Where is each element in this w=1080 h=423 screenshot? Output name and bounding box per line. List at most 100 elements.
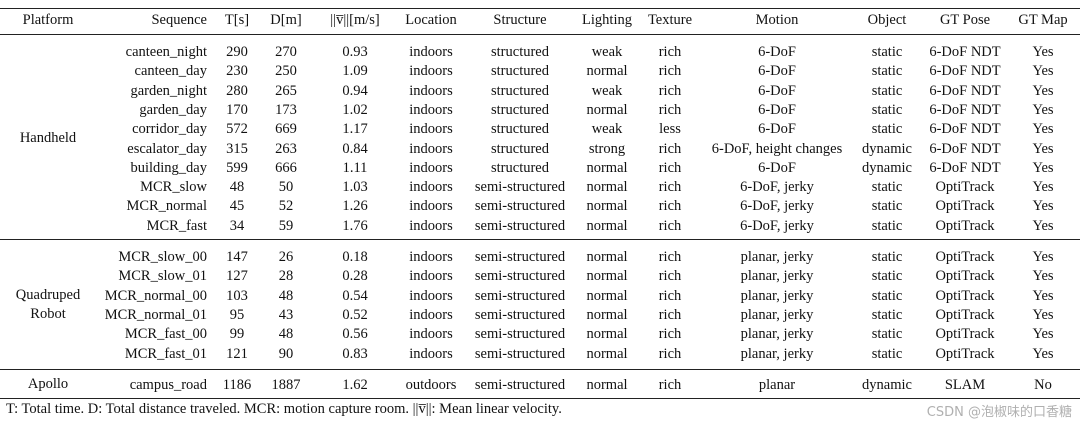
cell-location: outdoors: [405, 377, 457, 393]
cell-lighting: weak: [591, 121, 623, 138]
cell-texture: rich: [658, 101, 682, 118]
cell-v: 1.02: [342, 101, 368, 118]
header-texture: Texture: [647, 12, 693, 28]
cell-gt-pose: OptiTrack: [935, 198, 995, 215]
cell-v: 1.62: [342, 377, 368, 393]
cell-motion: planar, jerky: [740, 268, 814, 285]
cell-d: 250: [275, 63, 297, 80]
cell-gt-map: Yes: [1032, 249, 1054, 265]
cell-d: 26: [278, 249, 294, 265]
cell-motion: planar, jerky: [740, 287, 814, 304]
cell-t: 170: [226, 101, 248, 118]
cell-texture: rich: [658, 345, 682, 362]
header-gt-pose: GT Pose: [939, 12, 991, 28]
cell-location: indoors: [409, 287, 453, 304]
cell-gt-pose: OptiTrack: [935, 287, 995, 304]
cell-motion: 6-DoF, jerky: [740, 198, 814, 215]
header-t: T[s]: [224, 12, 250, 28]
cell-texture: less: [659, 121, 681, 138]
cell-lighting: strong: [588, 140, 626, 157]
cell-gt-map: Yes: [1032, 306, 1054, 323]
cell-texture: rich: [658, 217, 682, 234]
cell-location: indoors: [409, 268, 453, 285]
cell-t: 103: [226, 287, 248, 304]
cell-motion: 6-DoF, jerky: [740, 217, 814, 234]
cell-structure: semi-structured: [474, 249, 566, 265]
cell-gt-pose: OptiTrack: [935, 306, 995, 323]
cell-texture: rich: [658, 377, 682, 393]
cell-motion: 6-DoF: [758, 121, 796, 138]
cell-t: 95: [229, 306, 245, 323]
cell-structure: structured: [491, 63, 549, 80]
cell-gt-map: Yes: [1032, 198, 1054, 215]
cell-object: static: [871, 101, 903, 118]
cell-d: 666: [275, 159, 297, 176]
cell-d: 270: [275, 44, 297, 60]
cell-v: 0.56: [342, 326, 368, 343]
cell-v: 0.94: [342, 82, 368, 99]
cell-location: indoors: [409, 121, 453, 138]
header-structure: Structure: [493, 12, 547, 28]
cell-gt-pose: 6-DoF NDT: [929, 101, 1001, 118]
cell-object: static: [871, 268, 903, 285]
cell-v: 1.11: [342, 159, 368, 176]
cell-location: indoors: [409, 306, 453, 323]
cell-motion: 6-DoF, height changes: [711, 140, 843, 157]
cell-motion: 6-DoF: [758, 82, 796, 99]
platform-label: Apollo: [27, 376, 69, 393]
cell-sequence: garden_day: [139, 101, 207, 118]
cell-d: 669: [275, 121, 297, 138]
cell-texture: rich: [658, 306, 682, 323]
cell-texture: rich: [658, 63, 682, 80]
header-v: ||v̅||[m/s]: [330, 12, 380, 28]
cell-sequence: MCR_fast: [146, 217, 207, 234]
cell-lighting: normal: [586, 101, 628, 118]
cell-gt-pose: 6-DoF NDT: [929, 44, 1001, 60]
cell-v: 1.76: [342, 217, 368, 234]
cell-object: static: [871, 217, 903, 234]
cell-location: indoors: [409, 249, 453, 265]
cell-sequence: MCR_normal_00: [104, 287, 207, 304]
cell-sequence: MCR_fast_00: [124, 326, 207, 343]
cell-t: 290: [226, 44, 248, 60]
header-d: D[m]: [270, 12, 302, 28]
cell-object: dynamic: [862, 377, 912, 393]
cell-v: 0.18: [342, 249, 368, 265]
cell-location: indoors: [409, 140, 453, 157]
cell-structure: structured: [491, 44, 549, 60]
cell-t: 34: [229, 217, 245, 234]
cell-location: indoors: [409, 345, 453, 362]
cell-d: 48: [278, 287, 294, 304]
cell-lighting: normal: [586, 326, 628, 343]
cell-object: static: [871, 287, 903, 304]
cell-gt-map: Yes: [1032, 82, 1054, 99]
cell-object: dynamic: [862, 159, 912, 176]
cell-lighting: normal: [586, 159, 628, 176]
cell-sequence: garden_night: [130, 82, 207, 99]
cell-motion: 6-DoF: [758, 101, 796, 118]
cell-texture: rich: [658, 198, 682, 215]
cell-texture: rich: [658, 179, 682, 196]
cell-gt-pose: 6-DoF NDT: [929, 140, 1001, 157]
cell-gt-pose: SLAM: [944, 377, 986, 393]
cell-object: static: [871, 63, 903, 80]
cell-t: 127: [226, 268, 248, 285]
cell-sequence: MCR_slow: [140, 179, 207, 196]
cell-structure: semi-structured: [474, 287, 566, 304]
cell-gt-pose: 6-DoF NDT: [929, 63, 1001, 80]
cell-gt-map: Yes: [1032, 121, 1054, 138]
cell-t: 230: [226, 63, 248, 80]
cell-structure: structured: [491, 121, 549, 138]
cell-gt-pose: OptiTrack: [935, 345, 995, 362]
cell-structure: structured: [491, 159, 549, 176]
cell-motion: planar, jerky: [740, 345, 814, 362]
cell-motion: planar, jerky: [740, 306, 814, 323]
cell-lighting: normal: [586, 268, 628, 285]
cell-sequence: MCR_slow_00: [118, 249, 207, 265]
cell-texture: rich: [658, 82, 682, 99]
cell-t: 280: [226, 82, 248, 99]
cell-gt-pose: OptiTrack: [935, 326, 995, 343]
cell-lighting: normal: [586, 179, 628, 196]
cell-gt-map: Yes: [1032, 101, 1054, 118]
header-gt-map: GT Map: [1018, 12, 1068, 28]
